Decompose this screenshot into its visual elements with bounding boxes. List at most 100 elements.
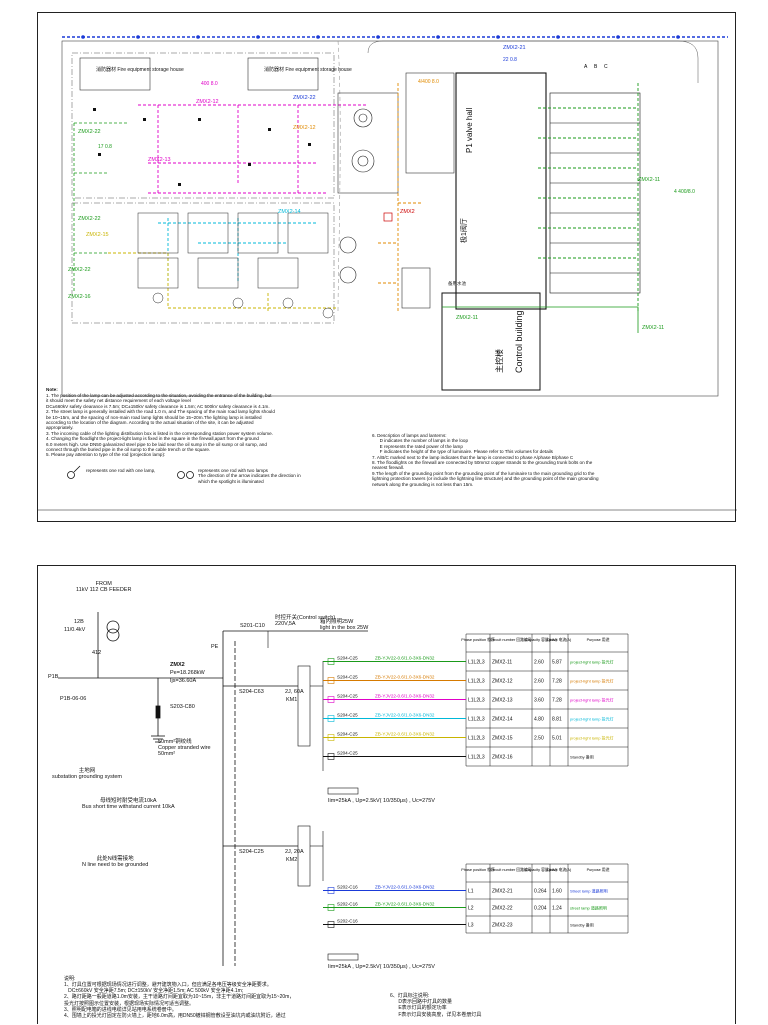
- transformer-ratio: 11/0.4kV: [64, 627, 86, 633]
- table-cell: L1L2L3: [468, 679, 485, 685]
- branch-breaker: [327, 734, 335, 741]
- lamp-mark-2: 400 8.0: [201, 81, 218, 87]
- tag-zmx2-22d: ZMX2-22: [68, 267, 91, 273]
- tag-zmx2-21: ZMX2-21: [503, 45, 526, 51]
- table-cell: L1L2L3: [468, 660, 485, 666]
- circuit-zmx2-13: [138, 104, 368, 194]
- table-cell: Standby 备用: [570, 754, 594, 760]
- circuit-zmx2-12: [378, 83, 423, 313]
- tag-zmx2-14: ZMX2-14: [278, 209, 301, 215]
- ground-system: 主地网 substation grounding system: [52, 768, 123, 780]
- phase-b: B: [594, 64, 598, 70]
- branch-switch-label: S202-C16: [337, 902, 358, 907]
- spd-label-1: Iim=25kA , Up=2.5kV( 10/350μs) , Uc=275V: [328, 798, 435, 804]
- notes-cn-right: 6、灯具标注说明: D表示回路中灯具的数量 E表示灯具的额定功率 F表示灯具安装…: [390, 993, 482, 1018]
- legend-two-text: represents one rod with two lamps The di…: [198, 468, 301, 484]
- table-cell: project-light lamp 投光灯: [570, 678, 614, 684]
- feeder-label: FROM 11kV 112 CB FEEDER: [76, 581, 132, 593]
- switch-s204b: S204-C25: [239, 849, 264, 855]
- box-ijs: Ijs=36.60A: [170, 678, 197, 684]
- table-cell: ZMX2-11: [492, 660, 512, 666]
- bus-current: 母线短时耐受电流10kA Bus short time withstand cu…: [82, 798, 175, 810]
- table-cell: L2: [468, 906, 474, 912]
- table-cell: ZMX2-22: [492, 906, 513, 912]
- branch-switch-label: S204-C25: [337, 751, 358, 756]
- table-cell: 4.80: [534, 717, 544, 723]
- branch-breaker: [327, 921, 335, 928]
- table-cell: 2.60: [534, 660, 544, 666]
- table-cell: ZMX2-13: [492, 698, 513, 704]
- tag-zmx2-22a: ZMX2-22: [293, 95, 316, 101]
- layout-plan: 消防器材 Fire equipment storage house 消防器材 F…: [38, 35, 737, 511]
- spd-label-2: Iim=25kA , Up=2.5kV( 10/350μs) , Uc=275V: [328, 964, 435, 970]
- branch-breaker: [327, 696, 335, 703]
- valve-hall-label: P1 valve hall: [465, 107, 474, 153]
- branch-switch-label: S202-C16: [337, 919, 358, 924]
- table-cell: 0.264: [534, 889, 547, 895]
- table-cell: 5.87: [552, 660, 562, 666]
- branch-cable-label: ZB-YJV22-0.6/1.0-3X6-DN32: [375, 656, 435, 661]
- room-label-cn: 备用水池: [448, 280, 466, 287]
- table-cell: project-light lamp 投光灯: [570, 735, 614, 741]
- storage-house-label-1: 消防器材 Fire equipment storage house: [96, 66, 184, 73]
- lamp-mark-4: 4/400 8.0: [418, 79, 439, 85]
- tag-zmx2-box: ZMX2: [400, 209, 415, 215]
- pe-label: PE: [211, 644, 219, 650]
- table-cell: L1L2L3: [468, 755, 485, 761]
- table-cell: ZMX2-14: [492, 717, 513, 723]
- layout-drawing-sheet: 消防器材 Fire equipment storage house 消防器材 F…: [37, 12, 737, 522]
- table-cell: L1: [468, 889, 474, 895]
- branch-switch-label: S204-C25: [337, 675, 358, 680]
- branch-cable-label: ZB-YJV22-0.6/1.0-3X6-DN32: [375, 694, 435, 699]
- transformer-id: 12B: [74, 619, 84, 625]
- box-name: ZMX2: [170, 662, 185, 668]
- branch-switch-label: S204-C25: [337, 713, 358, 718]
- table-cell: ZMX2-23: [492, 923, 513, 929]
- valve-hall-cn: 极1阀厅: [459, 218, 468, 243]
- table-cell: street lamp 道路照明: [570, 905, 607, 911]
- branch-breaker: [327, 904, 335, 911]
- branch-cable-label: ZB-YJV22-0.6/1.0-3X6-DN32: [375, 902, 435, 907]
- table-header-cell: Circuit 电流(A): [547, 867, 572, 872]
- table-cell: 1.60: [552, 889, 562, 895]
- table-header-cell: Circuit number 回路编号: [491, 637, 532, 642]
- table-header-cell: Purpose 用途: [587, 637, 610, 642]
- phase-a: A: [584, 64, 588, 70]
- notes-cn: 1、灯具位置可根据现场情况进行调整，避开建筑物入口，但应满足各电压等级安全净距要…: [64, 982, 295, 1020]
- switch-main: S203-C80: [170, 704, 195, 710]
- lamp-legend-one-symbol: [67, 465, 81, 479]
- switch-timer-label: 时控开关(Control switch) 220V,5A: [275, 615, 336, 627]
- tag-zmx2-12b: ZMX2-12: [293, 125, 316, 131]
- km2-tag: KM2: [286, 857, 298, 863]
- table-cell: ZMX2-15: [492, 736, 513, 742]
- indicator-lamp: 箱内照明25W light in the box 25W: [320, 619, 369, 631]
- neutral-note: 此处N线需接地 N line need to be grounded: [82, 856, 149, 868]
- switch-timer: S201-C10: [240, 623, 265, 629]
- tag-zmx2-11c: ZMX2-11: [642, 325, 664, 331]
- control-building-outline: [441, 292, 541, 391]
- table-cell: L1L2L3: [468, 717, 485, 723]
- box-pe: Pe=18.268kW: [170, 670, 205, 676]
- table-header-cell: Phase position 相序: [461, 867, 495, 872]
- tag-zmx2-12a: ZMX2-12: [196, 99, 219, 105]
- branch-breaker: [327, 753, 335, 760]
- branch-breaker: [327, 887, 335, 894]
- legend-one-text: represents one rod with one lamp,: [86, 468, 156, 473]
- ground-cable: 50mm²铜绞线 Copper stranded wire 50mm²: [158, 739, 211, 757]
- control-building-label: Control building: [514, 310, 524, 373]
- tag-zmx2-11b: ZMX2-11: [456, 315, 478, 321]
- panel-name: P1B: [48, 674, 59, 680]
- lamp-legend-two-symbol: [177, 471, 194, 479]
- table-header-cell: Circuit number 回路编号: [491, 867, 532, 872]
- table-header-cell: Capacity 容量(kW): [525, 637, 557, 642]
- switch-s204: S204-C63: [239, 689, 264, 695]
- lamp-mark-1: 22 0.8: [503, 57, 517, 63]
- branch-switch-label: S204-C25: [337, 656, 358, 661]
- phase-c: C: [604, 64, 608, 70]
- table-cell: project-light lamp 投光灯: [570, 716, 614, 722]
- table-cell: Standby 备用: [570, 922, 594, 928]
